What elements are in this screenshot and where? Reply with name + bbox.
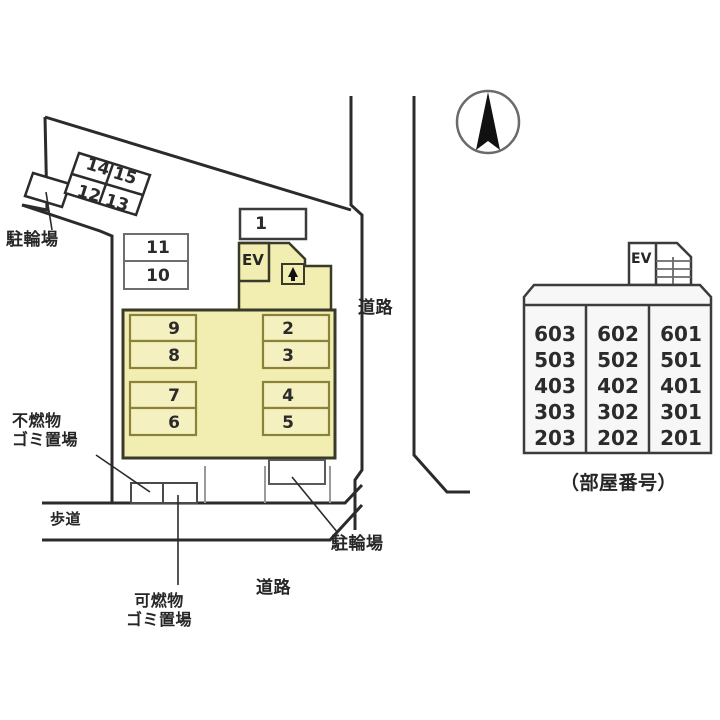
tilted-stall-divider-horizontal [71, 172, 144, 197]
room-chart-caption: （部屋番号） [560, 472, 678, 494]
room-label-402: 402 [597, 374, 639, 398]
bicycle-parking-northwest-label: 駐輪場 [6, 230, 59, 250]
stall-label-5: 5 [282, 413, 294, 433]
room-label-201: 201 [660, 426, 702, 450]
non-combustible-garbage-box [130, 482, 164, 504]
combustible-garbage-line1: 可燃物 [134, 591, 184, 610]
elevator-label-siteplan: EV [242, 251, 264, 269]
bicycle-parking-southeast-leader [291, 476, 339, 534]
room-label-302: 302 [597, 400, 639, 424]
entrance-arrow-icon [288, 267, 298, 277]
non-combustible-garbage-line1: 不燃物 [12, 411, 62, 430]
stall-label-4: 4 [282, 386, 294, 406]
lot-division-lines [204, 466, 331, 503]
bicycle-parking-southeast-label: 駐輪場 [331, 534, 384, 554]
stall-5-box [261, 406, 331, 437]
boundary-north-slope [44, 115, 352, 212]
room-label-603: 603 [534, 322, 576, 346]
room-label-501: 501 [660, 348, 702, 372]
bicycle-parking-northwest-leader [45, 191, 53, 231]
road-lines [349, 96, 470, 530]
southroad-east-join [300, 503, 364, 542]
road-east-outer-edge [412, 96, 470, 494]
elevator-shaft-box [239, 241, 271, 283]
stall-label-10: 10 [146, 266, 170, 286]
garbage-sheds [95, 454, 198, 585]
stall-label-3: 3 [282, 346, 294, 366]
room-label-403: 403 [534, 374, 576, 398]
road-east-label: 道路 [358, 298, 393, 318]
room-label-601: 601 [660, 322, 702, 346]
bicycle-parking-northwest-stall [23, 171, 72, 209]
sidewalk-east-join [315, 483, 364, 505]
non-combustible-garbage-label: 不燃物 ゴミ置場 [12, 411, 79, 450]
stall-11-box [123, 233, 189, 262]
stall-1-box [238, 207, 308, 241]
stall-label-6: 6 [168, 413, 180, 433]
chart-facade-outline [522, 283, 713, 455]
stall-label-7: 7 [168, 386, 180, 406]
main-building-block [121, 308, 337, 460]
parking-block-northwest [23, 151, 152, 231]
non-combustible-garbage-line2: ゴミ置場 [12, 429, 79, 449]
north-arrow-needle [476, 92, 500, 150]
stall-6-box [128, 406, 198, 437]
tilted-stall-divider-vertical [97, 163, 115, 205]
room-label-502: 502 [597, 348, 639, 372]
parking-stall-1 [238, 207, 308, 241]
room-label-303: 303 [534, 400, 576, 424]
combustible-garbage-line2: ゴミ置場 [126, 609, 193, 629]
room-label-203: 203 [534, 426, 576, 450]
stall-label-11: 11 [146, 238, 170, 258]
room-label-602: 602 [597, 322, 639, 346]
combustible-garbage-label: 可燃物 ゴミ置場 [126, 591, 193, 630]
elevator-label-chart: EV [631, 251, 652, 267]
combustible-garbage-box [162, 482, 198, 504]
stall-2-box [261, 313, 331, 343]
room-number-chart [522, 241, 713, 455]
sidewalk-and-south-road [42, 483, 364, 542]
road-south-label: 道路 [256, 578, 291, 598]
stall-8-box [128, 339, 198, 370]
stall-3-box [261, 339, 331, 370]
stall-label-1: 1 [255, 214, 267, 234]
bicycle-parking-southeast-stall [268, 459, 326, 485]
room-label-401: 401 [660, 374, 702, 398]
bicycle-parking-southeast [268, 459, 339, 534]
room-label-301: 301 [660, 400, 702, 424]
chart-stair-hatching [656, 257, 691, 285]
entrance-arrow-stem [291, 276, 295, 281]
room-label-202: 202 [597, 426, 639, 450]
stall-4-box [261, 380, 331, 410]
stall-10-box [123, 260, 189, 290]
room-label-503: 503 [534, 348, 576, 372]
parking-stalls-11-10 [123, 233, 189, 290]
sidewalk-label: 歩道 [50, 510, 82, 528]
non-combustible-leader [95, 454, 151, 493]
north-arrow [455, 89, 521, 155]
chart-penthouse-outline [627, 241, 693, 287]
boundary-west-lower [21, 203, 114, 300]
stall-label-9: 9 [168, 319, 180, 339]
stall-label-2: 2 [282, 319, 294, 339]
stall-label-8: 8 [168, 346, 180, 366]
road-east-inner-edge [349, 96, 364, 530]
site-boundary-northwest [21, 115, 352, 300]
